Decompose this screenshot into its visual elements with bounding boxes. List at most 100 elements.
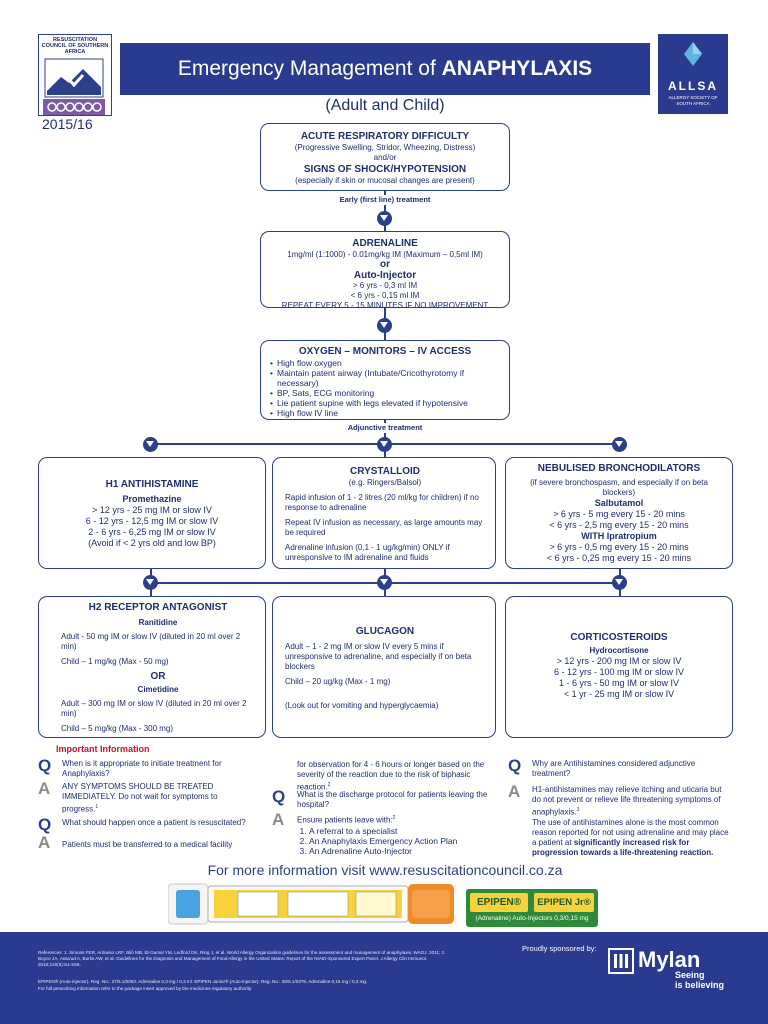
- oxygen-item: Maintain patent airway (Intubate/Cricoth…: [270, 368, 501, 388]
- mylan-name: Mylan: [638, 947, 701, 972]
- answer-3-list: A referral to a specialist An Anaphylaxi…: [297, 826, 497, 856]
- answer-4-p1: H1-antihistamines may relieve itching an…: [532, 785, 732, 818]
- page-title: Emergency Management of ANAPHYLAXIS: [120, 43, 650, 95]
- auto-injector-adult: > 6 yrs - 0,3 ml IM: [352, 281, 418, 290]
- rcsa-logo: RESUSCITATION COUNCIL OF SOUTHERN AFRICA: [38, 34, 112, 116]
- nebulised-heading: NEBULISED BRONCHODILATORS: [537, 463, 701, 474]
- answer-2-cont: for observation for 4 - 6 hours or longe…: [297, 760, 497, 793]
- answer-1-text: ANY SYMPTOMS SHOULD BE TREATED IMMEDIATE…: [62, 782, 218, 814]
- arrow-node-icon: [377, 575, 392, 590]
- mylan-slogan-1: Seeing: [675, 970, 705, 980]
- q-letter-2: Q: [38, 815, 52, 834]
- h2-heading: H2 RECEPTOR ANTAGONIST: [88, 602, 228, 613]
- box1-line2: and/or: [373, 153, 397, 162]
- answer-3-item: A referral to a specialist: [309, 826, 497, 836]
- answer-3-ref: 2: [392, 815, 396, 821]
- allsa-name: ALLSA: [668, 79, 718, 93]
- arrow-node-icon: [143, 437, 158, 452]
- box1-heading: ACUTE RESPIRATORY DIFFICULTY: [300, 131, 470, 142]
- h1-dose-2: 6 - 12 yrs - 12,5 mg IM or slow IV: [85, 516, 219, 526]
- oxygen-item: High flow oxygen: [270, 358, 501, 368]
- box-nebulised: NEBULISED BRONCHODILATORS (if severe bro…: [505, 457, 733, 569]
- ipratropium-dose-2: < 6 yrs - 0,25 mg every 15 - 20 mins: [546, 553, 692, 563]
- answer-4-p1-text: H1-antihistamines may relieve itching an…: [532, 785, 722, 817]
- crystalloid-p2: Repeat IV infusion as necessary, as larg…: [285, 518, 483, 537]
- adrenaline-heading: ADRENALINE: [352, 238, 418, 249]
- cortico-dose-2: 6 - 12 yrs - 100 mg IM or slow IV: [553, 667, 685, 677]
- repeat-instruction: REPEAT EVERY 5 - 15 MINUTES IF NO IMPROV…: [281, 301, 489, 310]
- h1-dose-1: > 12 yrs - 25 mg IM or slow IV: [92, 505, 212, 515]
- first-line-label: Early (first line) treatment: [300, 195, 470, 205]
- box-crystalloid: CRYSTALLOID (e.g. Ringers/Balsol) Rapid …: [272, 457, 496, 569]
- info-title: Important Information: [56, 744, 150, 754]
- allsa-sub: ALLERGY SOCIETY OF SOUTH AFRICA: [668, 95, 718, 106]
- registration-1: EPIPEN® (Auto-injector). Reg. No.: 27/5.…: [38, 979, 368, 984]
- epipen-device-icon: [167, 883, 454, 925]
- more-info-link[interactable]: For more information visit www.resuscita…: [207, 862, 563, 878]
- answer-3-item: An Adrenaline Auto-Injector: [309, 846, 497, 856]
- cimetidine-label: Cimetidine: [137, 685, 179, 694]
- mylan-emblem-icon: [608, 948, 634, 974]
- glucagon-heading: GLUCAGON: [355, 626, 415, 637]
- mylan-logo: Mylan: [608, 946, 738, 976]
- answer-2-ref: 2: [327, 782, 331, 788]
- answer-3-item: An Anaphylaxis Emergency Action Plan: [309, 836, 497, 846]
- box1-line3: (especially if skin or mucosal changes a…: [295, 176, 475, 185]
- rcsa-logo-text: RESUSCITATION COUNCIL OF SOUTHERN AFRICA: [41, 37, 109, 55]
- box-oxygen: OXYGEN – MONITORS – IV ACCESS High flow …: [260, 340, 510, 420]
- answer-1: ANY SYMPTOMS SHOULD BE TREATED IMMEDIATE…: [62, 782, 252, 815]
- title-prefix: Emergency Management of: [177, 57, 436, 80]
- crystalloid-sub: (e.g. Ringers/Balsol): [348, 478, 422, 487]
- q-letter-1: Q: [38, 756, 52, 775]
- epipen-logo: EPIPEN® EPIPEN Jr® (Adrenaline) Auto-Inj…: [466, 889, 598, 927]
- answer-2-cont-text: for observation for 4 - 6 hours or longe…: [297, 760, 485, 792]
- arrow-node-icon: [377, 211, 392, 226]
- question-4: Why are Antihistamines considered adjunc…: [532, 759, 696, 778]
- oxygen-item: BP, Sats, ECG monitoring: [270, 388, 501, 398]
- oxygen-item: High flow IV line: [270, 408, 501, 418]
- adjunctive-label: Adjunctive treatment: [320, 423, 450, 433]
- rcsa-emblem-icon: [43, 58, 105, 115]
- epipen-tagline: (Adrenaline) Auto-Injectors 0,3/0,15 mg: [475, 915, 589, 922]
- auto-injector-child: < 6 yrs - 0,15 ml IM: [350, 291, 420, 300]
- box1-line1: (Progressive Swelling, Stridor, Wheezing…: [294, 143, 476, 152]
- h1-warning: (Avoid if < 2 yrs old and low BP): [88, 538, 216, 548]
- cortico-dose-3: 1 - 6 yrs - 50 mg IM or slow IV: [558, 678, 680, 688]
- ranitidine-adult: Adult - 50 mg IM or slow IV (diluted in …: [61, 632, 241, 651]
- answer-2: Patients must be transferred to a medica…: [62, 840, 233, 849]
- box-adrenaline: ADRENALINE 1mg/ml (1:1000) - 0.01mg/kg I…: [260, 231, 510, 310]
- box-corticosteroids: CORTICOSTEROIDS Hydrocortisone > 12 yrs …: [505, 596, 733, 738]
- box-h1-antihistamine: H1 ANTIHISTAMINE Promethazine > 12 yrs -…: [38, 457, 266, 569]
- references: References: 1. Simons FER, Ardusso LRF, …: [38, 950, 446, 967]
- q-letter-4: Q: [508, 756, 522, 775]
- auto-injector-heading: Auto-Injector: [353, 270, 417, 281]
- oxygen-list: High flow oxygen Maintain patent airway …: [269, 358, 501, 418]
- arrow-node-icon: [612, 437, 627, 452]
- cimetidine-child: Child – 5 mg/kg (Max - 300 mg): [61, 724, 174, 733]
- a-letter-3: A: [272, 810, 285, 829]
- year-label: 2015/16: [42, 116, 93, 132]
- a-letter-4: A: [508, 782, 521, 801]
- box-acute-respiratory: ACUTE RESPIRATORY DIFFICULTY (Progressiv…: [260, 123, 510, 191]
- glucagon-adult: Adult – 1 - 2 mg IM or slow IV every 5 m…: [285, 642, 472, 671]
- corticosteroids-heading: CORTICOSTEROIDS: [570, 632, 668, 643]
- ipratropium-label: WITH Ipratropium: [581, 531, 657, 541]
- h2-or: OR: [150, 671, 166, 682]
- epipen-jr-brand: EPIPEN Jr®: [534, 893, 594, 912]
- arrow-node-icon: [377, 318, 392, 333]
- cortico-dose-4: < 1 yr - 25 mg IM or slow IV: [563, 689, 675, 699]
- title-main: ANAPHYLAXIS: [441, 57, 593, 80]
- epipen-brand: EPIPEN®: [470, 893, 528, 912]
- glucagon-child: Child – 20 ug/kg (Max - 1 mg): [285, 677, 391, 686]
- crystalloid-heading: CRYSTALLOID: [350, 466, 420, 477]
- ranitidine-label: Ranitidine: [138, 618, 178, 627]
- mylan-slogan-2: is believing: [675, 980, 725, 990]
- oxygen-item: Lie patient supine with legs elevated if…: [270, 398, 501, 408]
- answer-4-p2-bold: significantly increased risk for progres…: [532, 837, 714, 857]
- question-1: When is it appropriate to initiate treat…: [62, 759, 222, 778]
- a-letter-2: A: [38, 833, 51, 852]
- h1-drug: Promethazine: [122, 494, 182, 504]
- glucagon-note: (Look out for vomiting and hyperglycaemi…: [285, 701, 439, 710]
- question-2: What should happen once a patient is res…: [62, 818, 246, 827]
- crystalloid-p3: Adrenaline infusion (0,1 - 1 ug/kg/min) …: [285, 543, 450, 562]
